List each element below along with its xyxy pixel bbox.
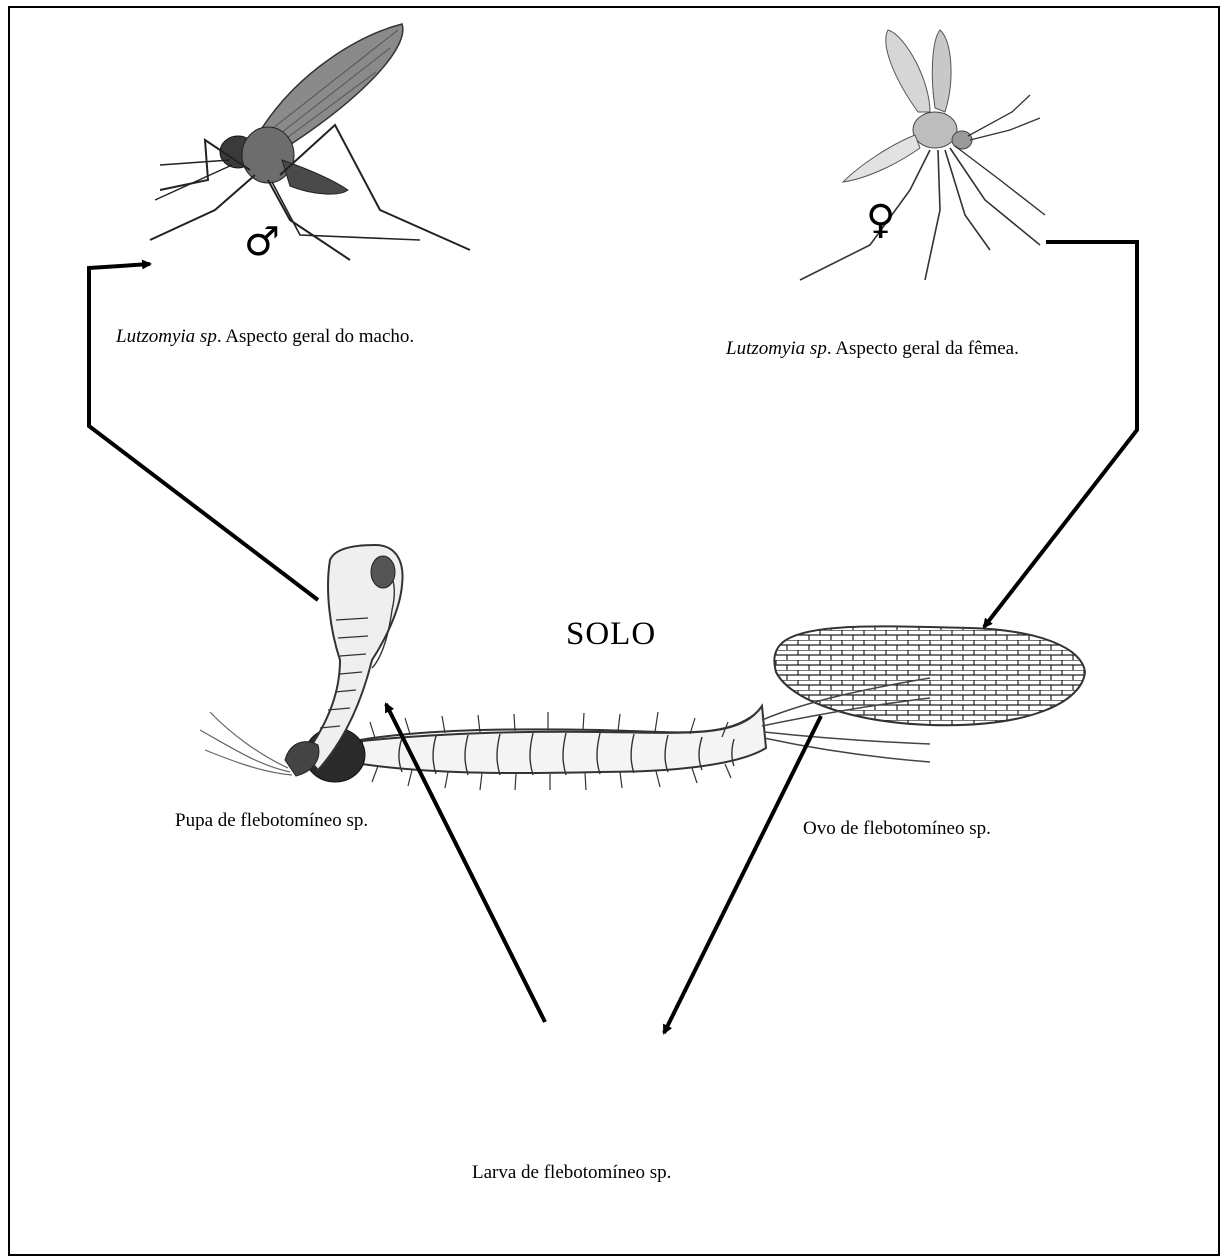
label-male-species: Lutzomyia sp: [116, 326, 217, 347]
label-egg: Ovo de flebotomíneo sp.: [803, 818, 991, 840]
center-label-solo: SOLO: [566, 616, 656, 653]
label-female: Lutzomyia sp. Aspecto geral da fêmea.: [726, 338, 1019, 360]
label-larva: Larva de flebotomíneo sp.: [472, 1162, 671, 1184]
label-female-text: . Aspecto geral da fêmea.: [827, 338, 1019, 359]
male-symbol-icon: ♂: [244, 222, 280, 262]
female-symbol-icon: ♀: [866, 200, 895, 240]
male-sandfly-illustration: [150, 24, 470, 260]
label-male-text: . Aspecto geral do macho.: [217, 326, 414, 347]
label-male: Lutzomyia sp. Aspecto geral do macho.: [116, 326, 414, 348]
arrow-female-to-egg: [984, 242, 1137, 627]
arrow-pupa-to-male: [89, 264, 318, 600]
label-female-species: Lutzomyia sp: [726, 338, 827, 359]
female-sandfly-illustration: [800, 30, 1045, 280]
egg-illustration: [774, 626, 1085, 725]
label-pupa: Pupa de flebotomíneo sp.: [175, 810, 368, 832]
